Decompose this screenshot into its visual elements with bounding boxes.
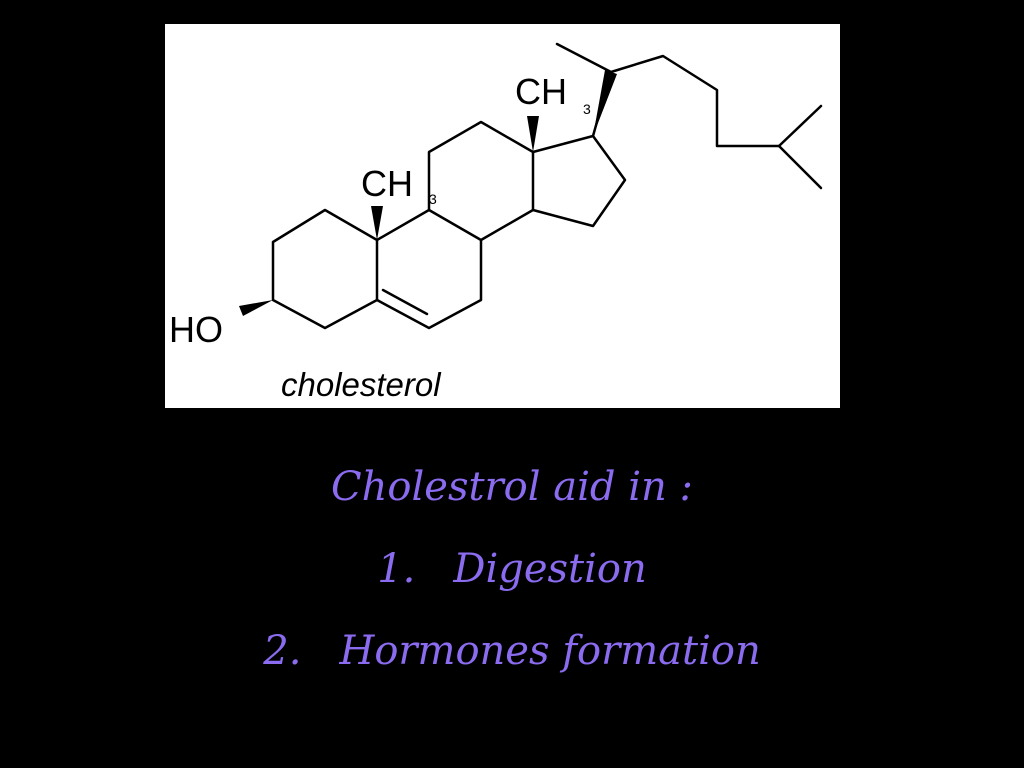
structure-caption: cholesterol [281, 366, 442, 403]
cholesterol-structure-image: CH 3 CH 3 HO cholesterol [165, 24, 840, 408]
ch3-lower-subscript: 3 [429, 191, 437, 207]
wedge-bonds [239, 70, 617, 316]
list-item-number: 1. [377, 546, 416, 592]
ho-label: HO [169, 309, 223, 350]
list-item-label: Hormones formation [339, 628, 761, 674]
ch3-upper-label: CH [515, 71, 567, 112]
list-item: 2. Hormones formation [0, 628, 1024, 674]
ch3-lower-label: CH [361, 163, 413, 204]
heading: Cholestrol aid in : [0, 464, 1024, 510]
list-item-label: Digestion [453, 546, 647, 592]
heading-text: Cholestrol aid in : [331, 464, 693, 510]
ch3-upper-subscript: 3 [583, 101, 591, 117]
list-item: 1. Digestion [0, 546, 1024, 592]
list-item-number: 2. [263, 628, 302, 674]
cholesterol-structure-diagram: CH 3 CH 3 HO cholesterol [169, 42, 823, 403]
